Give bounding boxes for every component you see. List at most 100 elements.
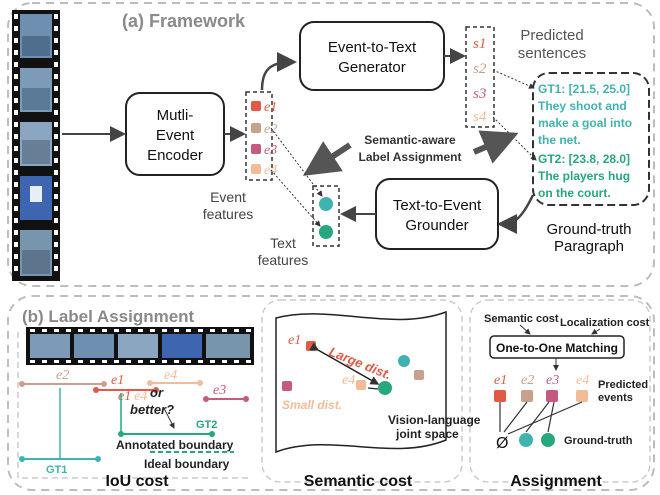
matching-box xyxy=(489,335,625,359)
assign-ground-truth-label: Ground-truth xyxy=(564,435,633,447)
grounder-label-2: Grounder xyxy=(405,217,468,234)
iou-subpanel-frame xyxy=(17,332,250,479)
sentence-s4: s4 xyxy=(473,109,487,125)
gt2-time: GT2: [23.8, 28.0] xyxy=(538,152,630,166)
text-feature-gt2 xyxy=(319,225,333,239)
gt-paragraph-label-2: Paragraph xyxy=(554,238,624,255)
match-e4-text xyxy=(270,169,321,227)
localization-cost-input: Localization cost xyxy=(560,317,650,329)
assign-link-e3-gt2 xyxy=(547,401,555,433)
grounder-box xyxy=(375,178,499,250)
svg-text:e3: e3 xyxy=(213,383,226,398)
match-s2-gt1 xyxy=(492,69,535,89)
event-features-label-2: features xyxy=(203,206,254,222)
sem-e2-marker xyxy=(414,370,424,380)
joint-space-label-2: joint space xyxy=(395,427,459,441)
assign-predicted-label-1: Predicted xyxy=(598,379,648,391)
svg-text:e2: e2 xyxy=(264,122,277,137)
event-features-label-1: Event xyxy=(210,189,246,205)
sem-e1-label: e1 xyxy=(288,333,301,348)
svg-text:e1: e1 xyxy=(111,373,124,388)
assign-link-e2-empty xyxy=(503,401,528,433)
empty-set-symbol: Ø xyxy=(496,435,508,452)
gt2-label: GT2 xyxy=(196,419,217,431)
assign-e2-marker xyxy=(521,390,533,402)
predicted-label-1: Predicted xyxy=(520,27,583,44)
sem-gt2-point xyxy=(378,381,392,395)
gt1-time: GT1: [21.5, 25.0] xyxy=(538,82,630,96)
semantic-cost-caption: Semantic cost xyxy=(304,473,413,490)
gt1-text-2: make a goal into xyxy=(538,116,632,130)
iou-cost-caption: IoU cost xyxy=(105,473,169,490)
iou-or: or xyxy=(150,385,164,400)
large-dist-arrow xyxy=(309,342,380,385)
iou-segment-e4: e4 xyxy=(147,368,203,386)
assign-link-e3-gt1 xyxy=(525,401,550,433)
iou-segment-e1: e1 xyxy=(93,373,159,393)
sentence-s3: s3 xyxy=(473,86,486,102)
assign-e1-label: e1 xyxy=(494,373,507,388)
assign-e4-marker xyxy=(576,390,588,402)
text-features-label-1: Text xyxy=(270,235,296,251)
svg-text:e4: e4 xyxy=(264,163,277,178)
grounder-label-1: Text-to-Event xyxy=(393,197,482,214)
matching-label: One-to-One Matching xyxy=(496,341,618,355)
ground-truth-paragraph-box xyxy=(532,72,650,206)
gt1-segment xyxy=(19,456,101,462)
event-feature-e3: e3 xyxy=(251,143,277,158)
gt-paragraph-label-1: Ground-truth xyxy=(546,221,631,238)
assign-e4-label: e4 xyxy=(576,373,589,388)
assign-e3-marker xyxy=(546,390,558,402)
sentences-box xyxy=(465,26,495,128)
arrow-events-to-generator xyxy=(260,52,297,91)
generator-label-2: Generator xyxy=(338,59,406,76)
semantic-subpanel-frame xyxy=(261,299,463,483)
iou-segment-e3: e3 xyxy=(203,383,249,402)
ideal-boundary-label: Ideal boundary xyxy=(144,457,230,471)
film-strip-horizontal xyxy=(26,327,254,365)
semantic-aware-label-1: Semantic-aware xyxy=(364,133,456,147)
sentence-s1: s1 xyxy=(473,36,486,52)
svg-text:e4: e4 xyxy=(164,368,177,383)
joint-space-label-1: Vision-language xyxy=(388,413,481,427)
sem-e3-marker xyxy=(282,381,292,391)
arrow-semantic-to-matching xyxy=(519,324,531,335)
event-feature-e4: e4 xyxy=(251,163,277,178)
annotated-boundary-label: Annotated boundary xyxy=(116,438,234,452)
generator-box xyxy=(299,21,445,91)
panel-b-frame xyxy=(7,295,655,491)
svg-text:e2: e2 xyxy=(56,368,69,383)
sem-e4-marker xyxy=(356,380,366,390)
gt2-text-1: The players hug xyxy=(538,169,630,183)
sem-gt1-point xyxy=(398,355,410,367)
text-features-label-2: features xyxy=(258,252,309,268)
gt2-text-2: on the court. xyxy=(538,186,611,200)
iou-segment-e2: e2 xyxy=(19,368,107,387)
text-feature-gt1 xyxy=(319,197,333,211)
encoder-label-2: Event xyxy=(156,127,195,144)
assignment-caption: Assignment xyxy=(510,473,602,490)
panel-b-title: (b) Label Assignment xyxy=(22,307,195,326)
small-dist-arrow xyxy=(367,387,379,390)
gt2-segment xyxy=(118,431,215,437)
semantic-cost-input: Semantic cost xyxy=(484,313,559,325)
iou-arrow-better xyxy=(163,407,175,429)
thick-arrow-right xyxy=(472,130,519,164)
encoder-label-1: Mutli- xyxy=(157,107,194,124)
event-feature-e1: e1 xyxy=(251,100,277,115)
panel-a-title: (a) Framework xyxy=(122,11,246,31)
assign-predicted-label-2: events xyxy=(598,392,633,404)
assign-e1-marker xyxy=(494,390,506,402)
gt1-label: GT1 xyxy=(46,464,67,476)
iou-e4-alt: e4 xyxy=(134,389,147,404)
arrow-localization-to-matching xyxy=(591,328,601,335)
thick-arrow-left xyxy=(302,141,352,176)
arrow-gt-to-grounder xyxy=(497,194,535,234)
semantic-aware-label-2: Label Assignment xyxy=(359,150,462,164)
sem-e1-marker xyxy=(306,341,316,351)
sem-e4-label: e4 xyxy=(342,373,355,388)
assign-e2-label: e2 xyxy=(521,373,534,388)
iou-better: better? xyxy=(130,402,174,417)
svg-text:e3: e3 xyxy=(264,143,277,158)
video-film-strip xyxy=(12,10,60,281)
